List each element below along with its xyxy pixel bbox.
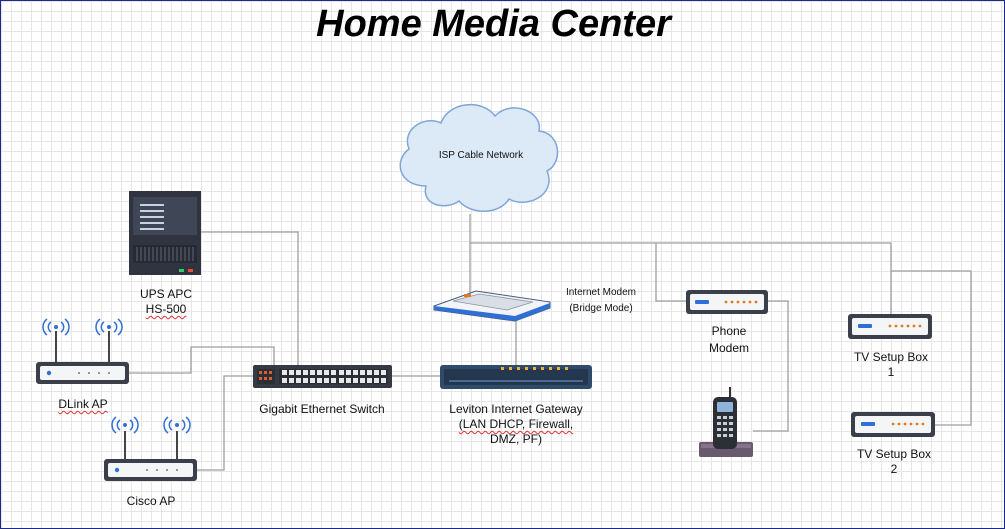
tv-setup-box-1-label-line2: 1 bbox=[887, 365, 895, 379]
line-phone bbox=[753, 300, 789, 432]
gateway-label-line3: DMZ, PF) bbox=[490, 432, 542, 446]
connectors bbox=[129, 214, 972, 471]
cordless-phone-icon bbox=[699, 387, 753, 457]
gateway-icon bbox=[440, 365, 592, 389]
dlink-ap-icon bbox=[36, 318, 129, 384]
tv-setup-box-2-icon bbox=[851, 412, 935, 437]
phone-modem-label: Phone Modem bbox=[687, 324, 771, 356]
ups-label-line1: UPS APC bbox=[139, 287, 193, 301]
internet-modem-label: Internet Modem (Bridge Mode) bbox=[546, 285, 656, 317]
gateway-label: Leviton Internet Gateway (LAN DHCP, Fire… bbox=[435, 402, 597, 447]
tv-setup-box-1-label-line1: TV Setup Box bbox=[853, 350, 929, 364]
line-ups-switch bbox=[201, 231, 299, 366]
tv-setup-box-1-label: TV Setup Box 1 bbox=[841, 350, 941, 380]
internet-modem-icon bbox=[433, 290, 551, 322]
cisco-ap-label: Cisco AP bbox=[126, 494, 176, 508]
phone-modem-label-line1: Phone bbox=[711, 324, 747, 338]
ups-icon bbox=[129, 191, 201, 275]
dlink-ap-label: DLink AP bbox=[58, 397, 108, 411]
isp-cloud-label: ISP Cable Network bbox=[438, 150, 524, 161]
cloud-icon bbox=[399, 103, 559, 212]
line-dlink-switch bbox=[129, 346, 275, 374]
phone-modem-icon bbox=[686, 290, 768, 314]
tv-setup-box-2-label: TV Setup Box 2 bbox=[844, 447, 944, 477]
line-trunk-phone-modem bbox=[655, 243, 686, 302]
gateway-label-line2: (LAN DHCP, Firewall, bbox=[458, 417, 574, 431]
line-cisco-switch bbox=[197, 375, 253, 471]
ups-label-line2: HS-500 bbox=[145, 302, 187, 316]
diagram-title: Home Media Center bbox=[316, 3, 671, 45]
line-tv2 bbox=[891, 270, 972, 426]
internet-modem-label-line2: (Bridge Mode) bbox=[569, 303, 633, 314]
tv-setup-box-2-label-line1: TV Setup Box bbox=[856, 447, 932, 461]
tv-setup-box-1-icon bbox=[848, 314, 932, 339]
switch-label: Gigabit Ethernet Switch bbox=[259, 402, 385, 416]
internet-modem-label-line1: Internet Modem bbox=[565, 287, 637, 298]
gateway-label-line1: Leviton Internet Gateway bbox=[449, 402, 583, 416]
cisco-ap-icon bbox=[104, 416, 197, 481]
ups-label: UPS APC HS-500 bbox=[116, 287, 216, 317]
ethernet-switch-icon bbox=[253, 365, 392, 388]
phone-modem-label-line2: Modem bbox=[708, 341, 749, 355]
tv-setup-box-2-label-line2: 2 bbox=[890, 462, 898, 476]
